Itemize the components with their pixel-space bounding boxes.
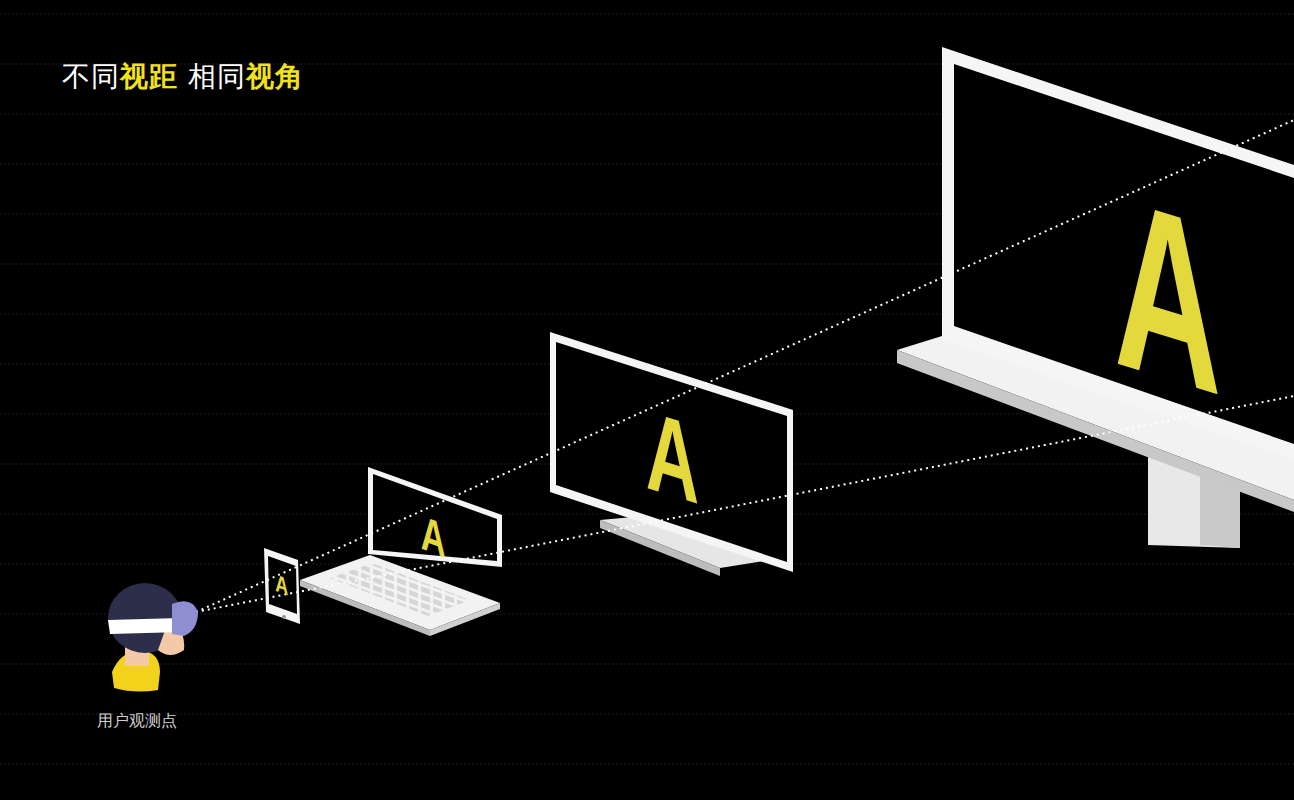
title-part: 视角 [246, 60, 304, 93]
observer-label: 用户观测点 [97, 711, 177, 732]
screen-letter: A [421, 508, 446, 565]
sight-lines [196, 120, 1294, 612]
page-title: 不同视距 相同视角 [62, 58, 304, 96]
desktop-monitor [897, 47, 1294, 548]
screen-letter: A [275, 571, 288, 600]
screen-letter: A [1114, 160, 1221, 433]
tv-monitor [550, 332, 793, 576]
title-part: 不同 [62, 60, 120, 93]
title-part: 视距 [120, 60, 178, 93]
viewer-figure [108, 583, 198, 692]
laptop [300, 467, 502, 636]
title-part: 相同 [178, 60, 246, 93]
phone [264, 548, 300, 624]
screen-letter: A [645, 394, 698, 522]
